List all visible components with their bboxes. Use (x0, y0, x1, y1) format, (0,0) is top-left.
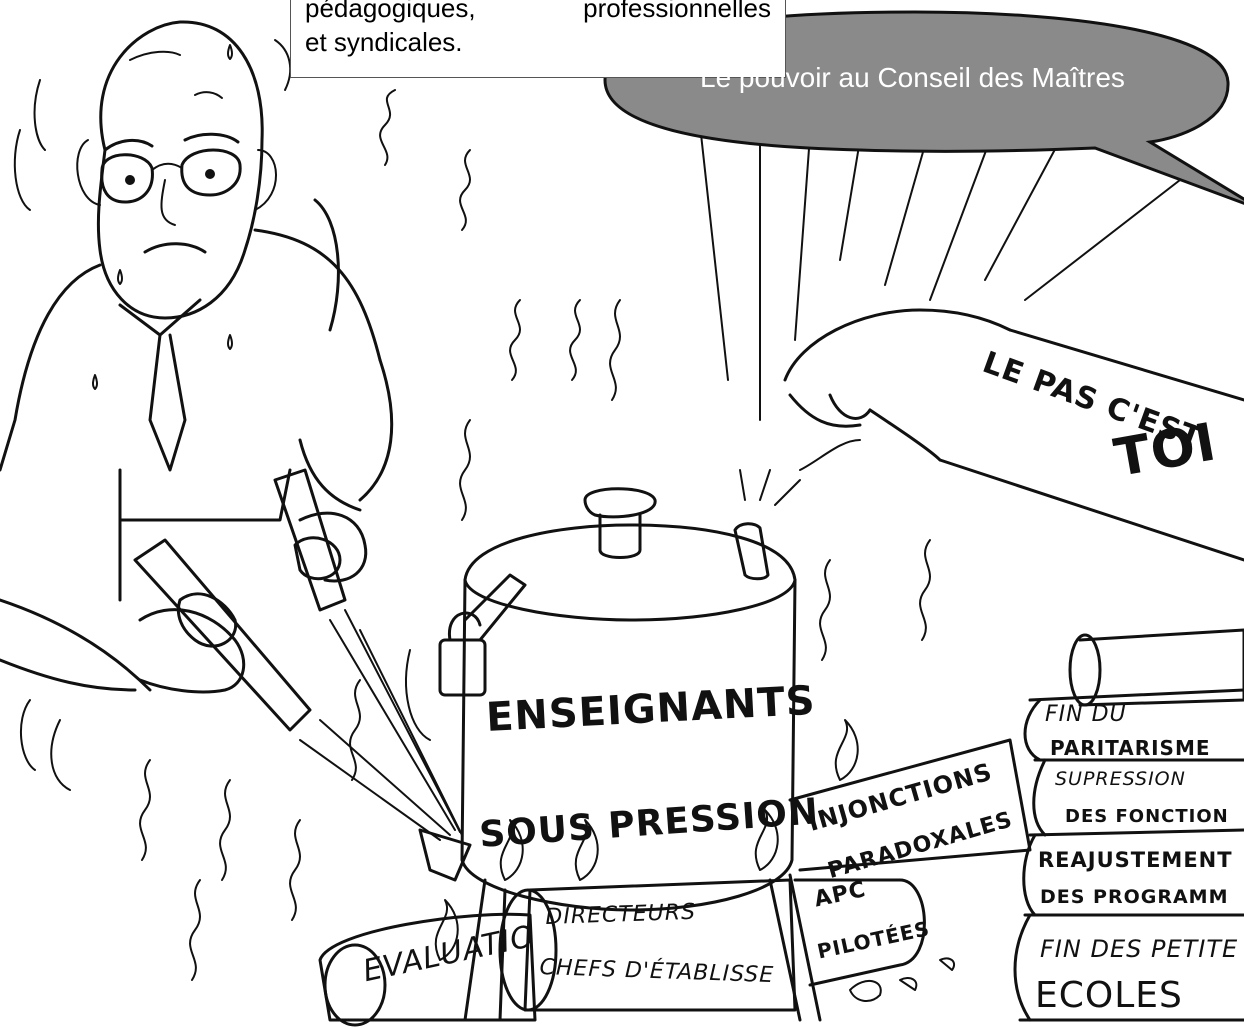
pressure-cooker (434, 469, 859, 1022)
caption-line-1: pédagogiques, professionnelles (305, 0, 771, 23)
stack-petites-line-1: FIN DES PETITE (1040, 935, 1239, 963)
arm-and-hand (783, 308, 1244, 562)
logs (318, 628, 1244, 1027)
steam (139, 89, 931, 981)
stack-petites-line-2: ECOLES (1035, 975, 1183, 1016)
caption-box: pédagogiques, professionnelles et syndic… (290, 0, 786, 78)
stack-paritarisme-line-1: FIN DU (1045, 702, 1127, 727)
stack-suppression-line-1: SUPRESSION (1055, 768, 1186, 790)
man-figure (0, 20, 394, 694)
stack-reajustement-line-2: DES PROGRAMM (1040, 886, 1229, 908)
stack-suppression-line-2: DES FONCTION (1065, 806, 1229, 827)
light-rays (699, 124, 1181, 421)
stack-reajustement-line-1: REAJUSTEMENT (1038, 848, 1233, 872)
log-directeurs-line-1: DIRECTEURS (545, 899, 697, 930)
stack-paritarisme-line-2: PARITARISME (1050, 736, 1211, 760)
hose (133, 468, 472, 882)
speech-bubble-text: Le pouvoir au Conseil des Maîtres (700, 62, 1125, 93)
caption-line-2: et syndicales. (305, 27, 463, 57)
shaking-lines (13, 39, 431, 791)
